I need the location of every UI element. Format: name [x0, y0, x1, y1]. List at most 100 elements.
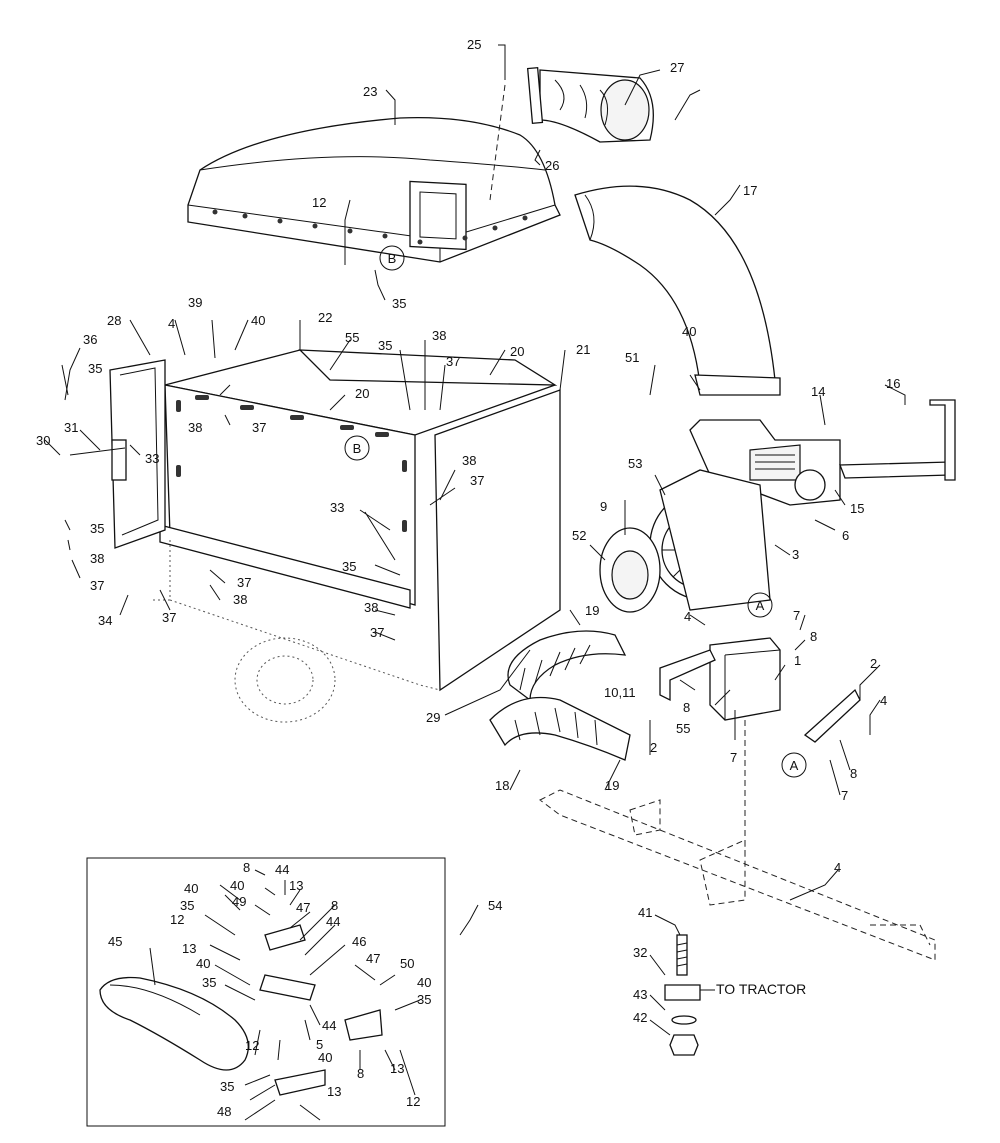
callout-5: 5 — [316, 1037, 323, 1052]
callout-46: 46 — [352, 934, 366, 949]
callout-8: 8 — [357, 1066, 364, 1081]
callout-3: 3 — [792, 547, 799, 562]
callout-38: 38 — [233, 592, 247, 607]
svg-text:B: B — [353, 441, 362, 456]
callout-37: 37 — [370, 625, 384, 640]
callout-40: 40 — [417, 975, 431, 990]
callout-35: 35 — [392, 296, 406, 311]
callout-13: 13 — [327, 1084, 341, 1099]
callout-50: 50 — [400, 956, 414, 971]
callout-4: 4 — [168, 316, 175, 331]
chute-adapter-bag — [526, 66, 654, 143]
callout-38: 38 — [462, 453, 476, 468]
callout-4: 4 — [834, 860, 841, 875]
callout-26: 26 — [545, 158, 559, 173]
callout-12: 12 — [170, 912, 184, 927]
collector-box — [150, 349, 561, 723]
callout-37: 37 — [470, 473, 484, 488]
callout-40: 40 — [251, 313, 265, 328]
callout-17: 17 — [743, 183, 757, 198]
callout-27: 27 — [670, 60, 684, 75]
hitch-pin-parts — [664, 934, 701, 1056]
callout-35: 35 — [90, 521, 104, 536]
callout-25: 25 — [467, 37, 481, 52]
discharge-chute — [574, 185, 781, 396]
callout-13: 13 — [390, 1061, 404, 1076]
callout-14: 14 — [811, 384, 825, 399]
callout-2: 2 — [870, 656, 877, 671]
callout-20: 20 — [355, 386, 369, 401]
to-tractor-label: TO TRACTOR — [716, 981, 806, 997]
callout-20: 20 — [510, 344, 524, 359]
marker-b-hood: B — [379, 245, 405, 271]
marker-a-bracket: A — [781, 752, 807, 778]
callout-35: 35 — [417, 992, 431, 1007]
callout-6: 6 — [842, 528, 849, 543]
callout-7: 7 — [841, 788, 848, 803]
callout-44: 44 — [326, 914, 340, 929]
callout-19: 19 — [585, 603, 599, 618]
callout-38: 38 — [432, 328, 446, 343]
callout-55: 55 — [676, 721, 690, 736]
marker-b-box: B — [344, 435, 370, 461]
callout-32: 32 — [633, 945, 647, 960]
callout-52: 52 — [572, 528, 586, 543]
rear-door — [69, 359, 166, 549]
callout-23: 23 — [363, 84, 377, 99]
callout-36: 36 — [83, 332, 97, 347]
callout-49: 49 — [232, 894, 246, 909]
callout-37: 37 — [446, 354, 460, 369]
callout-39: 39 — [188, 295, 202, 310]
intake-adapter — [599, 527, 661, 613]
callout-37: 37 — [90, 578, 104, 593]
callout-4: 4 — [684, 609, 691, 624]
callout-33: 33 — [330, 500, 344, 515]
callout-44: 44 — [322, 1018, 336, 1033]
callout-35: 35 — [202, 975, 216, 990]
callout-8: 8 — [331, 898, 338, 913]
callout-12: 12 — [406, 1094, 420, 1109]
callout-7: 7 — [793, 608, 800, 623]
svg-text:A: A — [790, 758, 799, 773]
inset-deflector-kit — [86, 857, 446, 1127]
svg-text:A: A — [756, 598, 765, 613]
callout-35: 35 — [180, 898, 194, 913]
callout-42: 42 — [633, 1010, 647, 1025]
vacuum-hoses — [489, 630, 631, 761]
callout-29: 29 — [426, 710, 440, 725]
callout-13: 13 — [182, 941, 196, 956]
callout-45: 45 — [108, 934, 122, 949]
callout-37: 37 — [237, 575, 251, 590]
callout-40: 40 — [184, 881, 198, 896]
callout-2: 2 — [650, 740, 657, 755]
callout-40: 40 — [196, 956, 210, 971]
svg-text:B: B — [388, 251, 397, 266]
callout-18: 18 — [495, 778, 509, 793]
callout-30: 30 — [36, 433, 50, 448]
callout-21: 21 — [576, 342, 590, 357]
callout-35: 35 — [88, 361, 102, 376]
callout-10-11: 10,11 — [604, 685, 636, 700]
callout-35: 35 — [378, 338, 392, 353]
callout-47: 47 — [366, 951, 380, 966]
callout-labels: 23 25 27 26 17 12 35 28 39 40 4 22 55 35… — [36, 37, 900, 1119]
callout-40: 40 — [682, 324, 696, 339]
callout-40: 40 — [318, 1050, 332, 1065]
callout-22: 22 — [318, 310, 332, 325]
callout-33: 33 — [145, 451, 159, 466]
callout-7: 7 — [730, 750, 737, 765]
blower-housing — [649, 469, 771, 611]
callout-48: 48 — [217, 1104, 231, 1119]
callout-9: 9 — [600, 499, 607, 514]
callout-37: 37 — [252, 420, 266, 435]
marker-a-blower: A — [747, 592, 773, 618]
callout-31: 31 — [64, 420, 78, 435]
callout-4: 4 — [880, 693, 887, 708]
callout-35: 35 — [342, 559, 356, 574]
callout-12: 12 — [245, 1038, 259, 1053]
callout-16: 16 — [886, 376, 900, 391]
callout-15: 15 — [850, 501, 864, 516]
leader-lines — [44, 44, 906, 1121]
callout-8: 8 — [243, 860, 250, 875]
